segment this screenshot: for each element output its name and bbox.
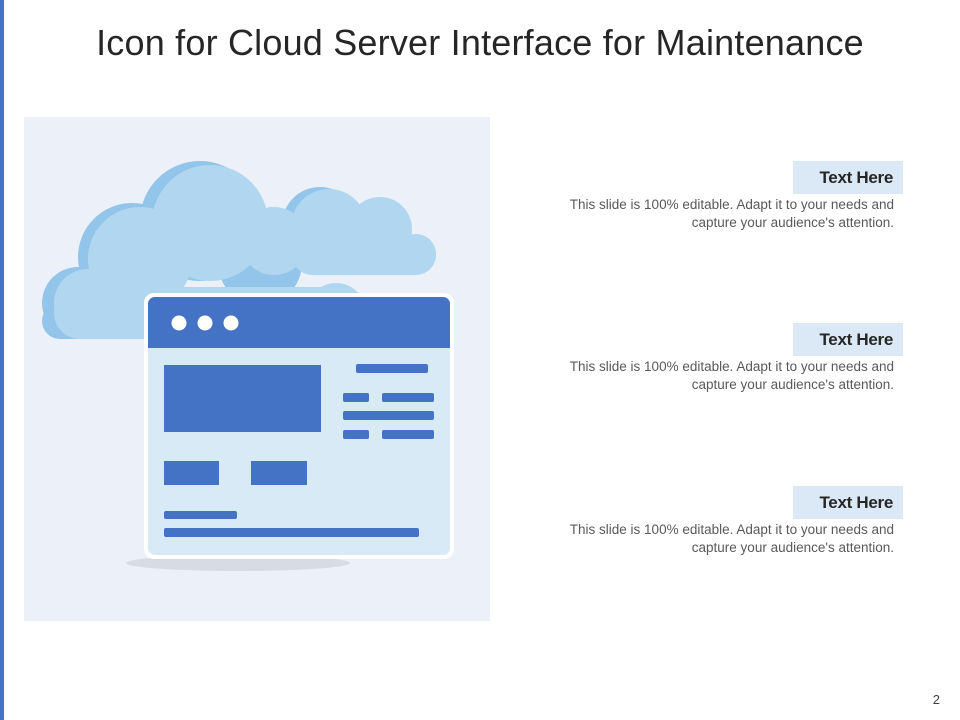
text-block-body: This slide is 100% editable. Adapt it to…: [569, 522, 894, 555]
window-dot-icon: [223, 315, 239, 331]
window-dot-icon: [197, 315, 213, 331]
text-block-heading: Text Here: [793, 323, 903, 356]
slide-title: Icon for Cloud Server Interface for Main…: [96, 22, 864, 63]
text-block-body: This slide is 100% editable. Adapt it to…: [569, 197, 894, 230]
page-number: 2: [932, 692, 940, 707]
browser-window-icon: [144, 293, 454, 559]
text-block: Text Here This slide is 100% editable. A…: [520, 486, 903, 557]
accent-bar: [0, 0, 4, 720]
cloud-server-browser-icon: [42, 161, 454, 571]
illustration-panel: [24, 117, 490, 621]
window-dot-icon: [171, 315, 187, 331]
text-block: Text Here This slide is 100% editable. A…: [520, 323, 903, 394]
text-block: Text Here This slide is 100% editable. A…: [520, 161, 903, 232]
text-block-heading: Text Here: [793, 486, 903, 519]
text-block-heading: Text Here: [793, 161, 903, 194]
text-block-body: This slide is 100% editable. Adapt it to…: [569, 359, 894, 392]
